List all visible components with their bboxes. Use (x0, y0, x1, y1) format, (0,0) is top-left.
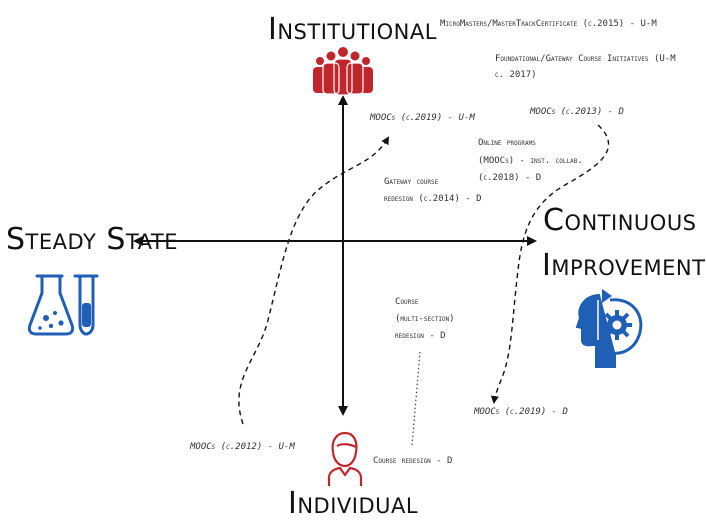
people-group-icon (313, 47, 373, 95)
note-foundational-1: Foundational/Gateway Course Initiatives … (495, 54, 676, 64)
note-course-redesign: Course redesign - D (373, 456, 453, 466)
axis-label-improvement: Improvement (542, 248, 706, 283)
note-moocs-2019-d: MOOCs (c.2019) - D (474, 407, 568, 417)
axis-label-continuous: Continuous (543, 203, 697, 238)
note-multisection-3: redesign - D (395, 331, 446, 341)
note-multisection-1: Course (395, 297, 419, 307)
trajectory-course-redesign (411, 351, 421, 446)
people-group-icon-gaps (322, 58, 364, 96)
axis-label-institutional: Institutional (268, 12, 437, 47)
note-foundational-2: c. 2017) (495, 70, 537, 80)
head-gear-icon (575, 289, 643, 368)
trajectory-d-moocs (490, 124, 610, 404)
note-multisection-2: (multi-section) (395, 314, 455, 324)
note-micromasters: MicroMasters/MasterTrackCertificate (c.2… (440, 19, 657, 29)
note-moocs-2019-um: MOOCs (c.2019) - U-M (370, 113, 475, 123)
lab-flask-icon (27, 274, 99, 336)
note-moocs-2013-d: MOOCs (c.2013) - D (530, 107, 624, 117)
note-online-2: (MOOCs) - inst. collab. (478, 156, 583, 166)
note-gateway-1: Gateway course (384, 177, 439, 187)
note-moocs-2012-um: MOOCs (c.2012) - U-M (190, 442, 295, 452)
trajectory-um-moocs (238, 136, 390, 425)
note-gateway-2: redesign (c.2014) - D (384, 194, 482, 204)
lab-flask-bubbles (38, 303, 91, 330)
axis-label-individual: Individual (288, 486, 419, 521)
note-online-3: (c.2018) - D (478, 173, 542, 183)
axis-label-steady-state: Steady State (6, 222, 178, 257)
note-online-1: Online programs (478, 138, 536, 148)
person-icon (327, 431, 363, 486)
